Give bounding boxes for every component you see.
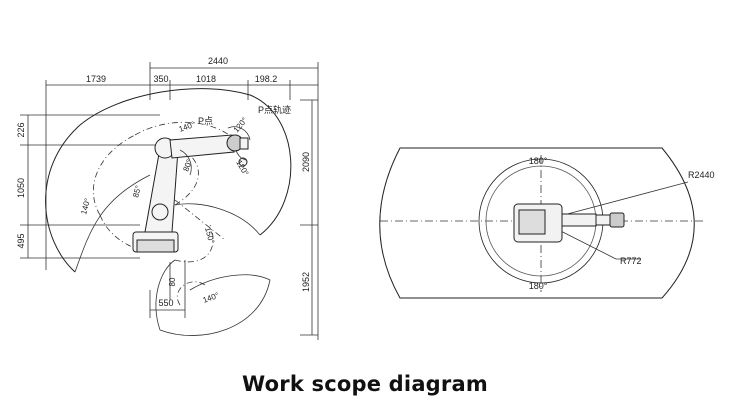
angle-120-upper: 120°: [232, 116, 250, 134]
radius-r2440: R2440: [688, 170, 715, 180]
top-view: [379, 147, 705, 299]
diagram-caption: Work scope diagram: [242, 372, 488, 396]
angle-140-upper: 140°: [178, 120, 197, 134]
angle-150: 150°: [203, 226, 216, 244]
angle-180-top: 180°: [529, 156, 548, 166]
angle-80: 80°: [181, 158, 194, 172]
dim-2440: 2440: [208, 56, 228, 66]
robot-top-view: [513, 203, 625, 243]
dim-80: 80: [168, 277, 177, 286]
dim-1739: 1739: [86, 74, 106, 84]
angle-140-left: 140°: [79, 197, 92, 215]
angle-140-bottom: 140°: [202, 291, 221, 305]
dim-1018: 1018: [196, 74, 216, 84]
dim-226: 226: [16, 122, 26, 137]
dim-198-2: 198.2: [255, 74, 278, 84]
dim-1952: 1952: [301, 272, 311, 292]
angle-120-lower: 120°: [234, 159, 250, 178]
angle-85: 85°: [131, 184, 143, 198]
dim-495: 495: [16, 233, 26, 248]
angle-180-bottom: 180°: [529, 281, 548, 291]
dim-550: 550: [158, 298, 173, 308]
side-view: [20, 62, 319, 340]
robot-arm-side: [132, 134, 249, 253]
label-p-track: P点轨迹: [258, 104, 291, 115]
dim-350: 350: [153, 74, 168, 84]
radius-r772: R772: [620, 256, 642, 266]
dim-2090: 2090: [301, 152, 311, 172]
label-p-point: P点: [198, 116, 213, 126]
dim-1050: 1050: [16, 178, 26, 198]
